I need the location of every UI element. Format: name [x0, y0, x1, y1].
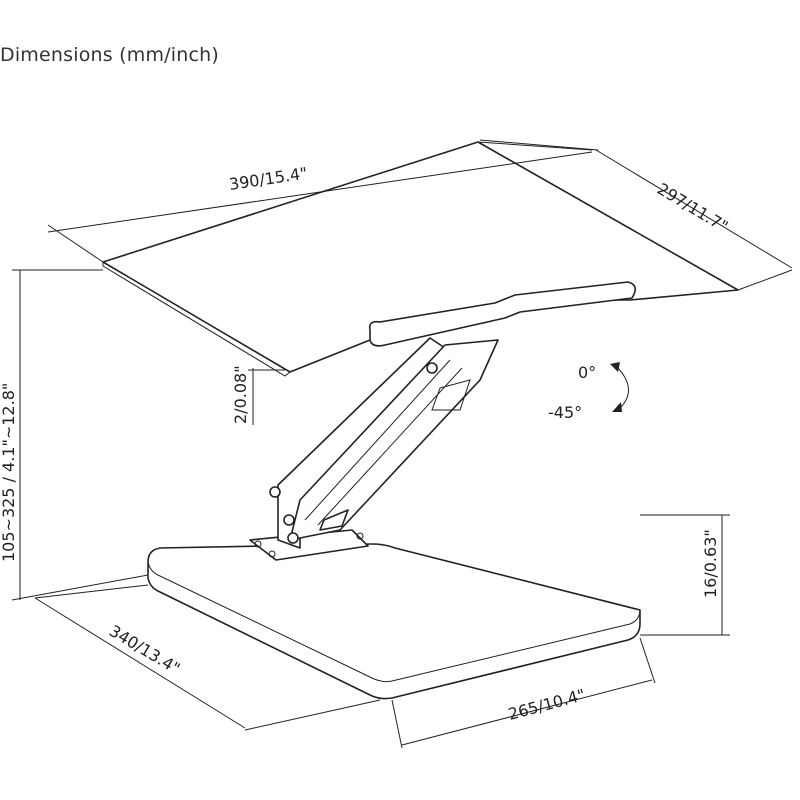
tilt-lower-label: -45° — [548, 403, 582, 422]
base — [147, 543, 641, 700]
dimension-lines — [11, 139, 793, 749]
tilt-upper-label: 0° — [578, 363, 596, 382]
base-thickness-label: 16/0.63" — [701, 529, 720, 598]
base-width-label: 265/10.4" — [506, 685, 587, 724]
height-range-label: 105~325 / 4.1"~12.8" — [0, 383, 18, 562]
width-label: 390/15.4" — [228, 163, 309, 193]
diagram-title: Dimensions (mm/inch) — [0, 44, 219, 66]
lip-label: 2/0.08" — [231, 365, 250, 424]
depth-label: 297/11.7" — [654, 179, 731, 236]
arm — [249, 337, 499, 561]
laptop-plate — [102, 141, 739, 377]
